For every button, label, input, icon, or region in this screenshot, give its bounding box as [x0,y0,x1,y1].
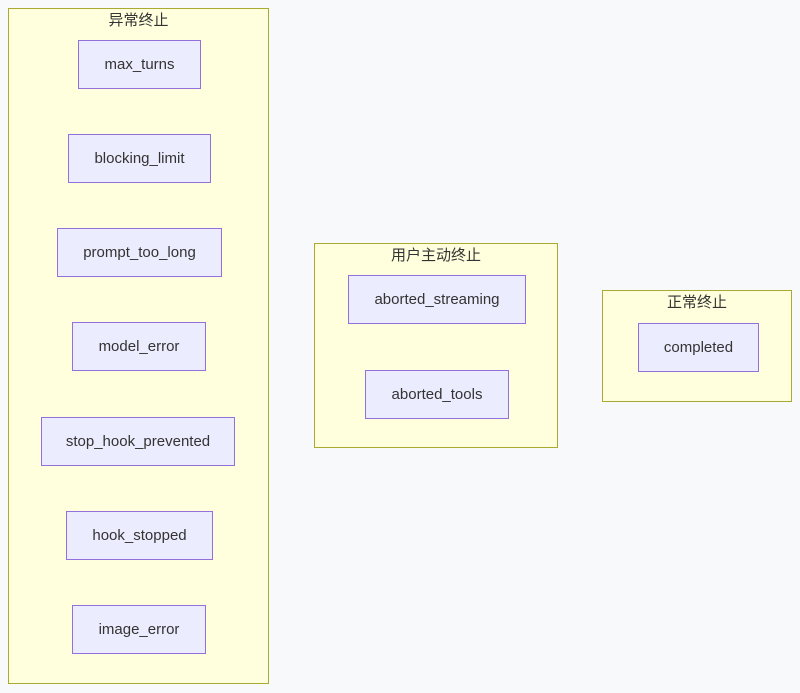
node-aborted_streaming: aborted_streaming [348,275,526,324]
node-hook_stopped: hook_stopped [66,511,213,560]
node-max_turns: max_turns [78,40,201,89]
node-model_error: model_error [72,322,206,371]
node-image_error: image_error [72,605,206,654]
cluster-normal-termination: 正常终止 completed [602,290,792,402]
node-aborted_tools: aborted_tools [365,370,509,419]
node-prompt_too_long: prompt_too_long [57,228,222,277]
cluster-abnormal-termination: 异常终止 max_turns blocking_limit prompt_too_lo… [8,8,269,684]
cluster-title-normal-termination: 正常终止 [666,294,727,311]
cluster-user-initiated-termination: 用户主动终止 aborted_streaming aborted_tools [314,243,558,448]
node-stop_hook_prevented: stop_hook_prevented [41,417,235,466]
cluster-title-user-initiated-termination: 用户主动终止 [390,247,481,264]
node-blocking_limit: blocking_limit [68,134,211,183]
node-completed: completed [638,323,759,372]
cluster-title-abnormal-termination: 异常终止 [108,12,169,29]
